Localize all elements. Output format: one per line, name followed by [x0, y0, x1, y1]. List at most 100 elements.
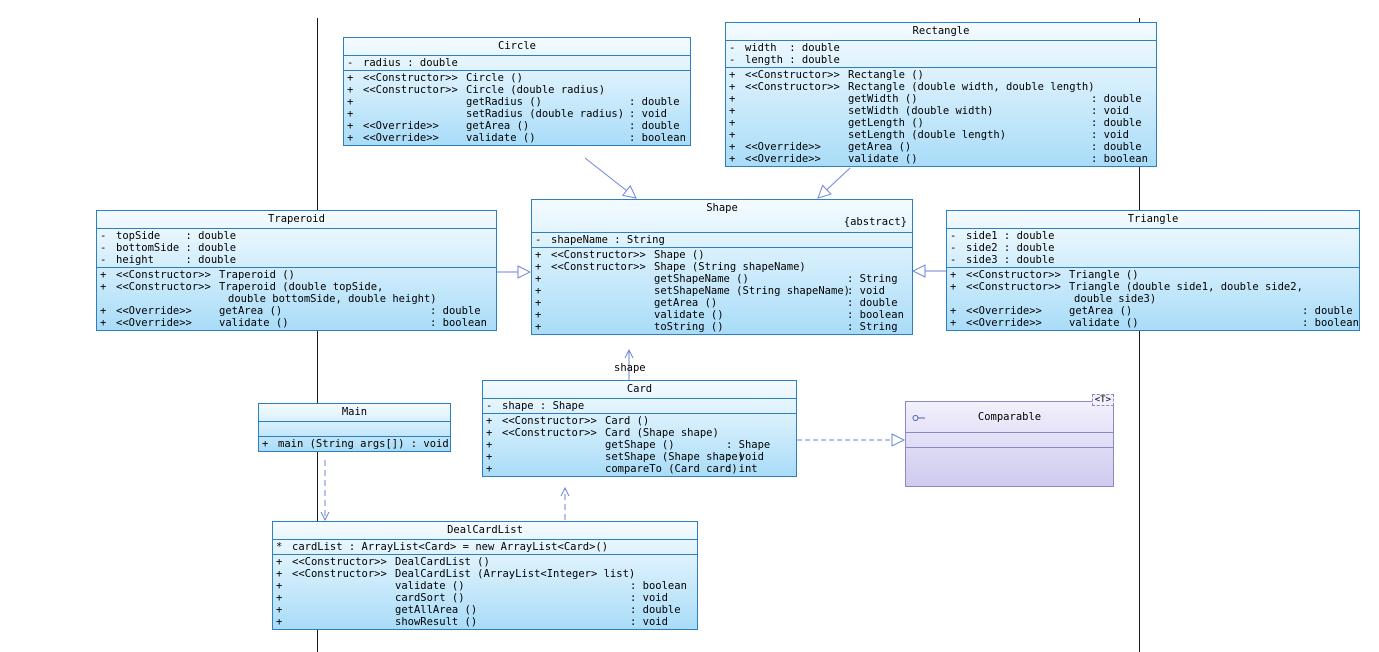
stereotype: <<Override>> — [363, 120, 439, 132]
attributes-section: -side1 : double-side2 : double-side3 : d… — [947, 229, 1359, 268]
visibility-marker: + — [347, 84, 354, 96]
stereotype: <<Constructor>> — [292, 556, 387, 568]
lifeline-right — [1139, 18, 1140, 652]
visibility-marker: + — [729, 69, 736, 81]
return-type: : void — [630, 616, 668, 628]
visibility-marker: + — [729, 129, 736, 141]
operation-row: + <<Constructor>> Circle (double radius) — [347, 84, 690, 96]
type-parameter: <T> — [1091, 394, 1114, 406]
operation-signature: validate () — [219, 317, 289, 329]
operation-row: +setRadius (double radius): void — [347, 108, 690, 120]
return-type: : String — [847, 321, 898, 333]
class-traperoid[interactable]: Traperoid -topSide : double-bottomSide :… — [96, 210, 497, 331]
operation-row: +<<Constructor>>Card (Shape shape) — [486, 427, 796, 439]
stereotype: <<Override>> — [966, 305, 1042, 317]
operation-row: double side3) — [950, 293, 1359, 305]
operation-signature: double bottomSide, double height) — [228, 293, 437, 305]
stereotype: <<Override>> — [116, 305, 192, 317]
stereotype: <<Override>> — [363, 132, 439, 144]
visibility-marker: + — [276, 556, 283, 568]
visibility-marker: + — [950, 317, 957, 329]
operation-row: + <<Constructor>> Card () — [486, 415, 796, 427]
visibility-marker: + — [535, 273, 542, 285]
operation-signature: validate () — [395, 580, 465, 592]
visibility-marker: + — [100, 317, 107, 329]
operations-section: +<<Constructor>>Circle ()+<<Constructor>… — [344, 71, 690, 145]
visibility-marker: + — [486, 415, 493, 427]
return-type: : double — [1302, 305, 1353, 317]
operation-signature: main (String args[]) : void — [278, 438, 449, 450]
operation-row: +<<Constructor>>DealCardList (ArrayList<… — [276, 568, 697, 580]
stereotype: <<Constructor>> — [745, 81, 840, 93]
operation-row: +setWidth (double width): void — [729, 105, 1156, 117]
operation-row: +<<Override>>validate (): boolean — [347, 132, 690, 144]
attribute-row: -side1 : double — [950, 230, 1359, 242]
operation-row: +<<Override>>validate (): boolean — [950, 317, 1359, 329]
return-type: : boolean — [1302, 317, 1359, 329]
operation-row: +setLength (double length): void — [729, 129, 1156, 141]
operation-signature: validate () — [848, 153, 918, 165]
operation-row: +cardSort (): void — [276, 592, 697, 604]
attribute-row: *cardList : ArrayList<Card> = new ArrayL… — [276, 541, 697, 553]
class-dealcardlist[interactable]: DealCardList *cardList : ArrayList<Card>… — [272, 521, 698, 630]
visibility-marker: + — [535, 321, 542, 333]
attribute-text: side1 : double — [966, 230, 1055, 242]
visibility-marker: + — [276, 580, 283, 592]
class-card[interactable]: Card -shape : Shape +<<Constructor>>Card… — [482, 380, 797, 477]
operation-row: +getRadius (): double — [347, 96, 690, 108]
visibility-marker: + — [950, 305, 957, 317]
operation-signature: Shape (String shapeName) — [654, 261, 806, 273]
attribute-text: topSide : double — [116, 230, 237, 242]
operation-signature: Circle (double radius) — [466, 84, 606, 96]
operation-row: +<<Override>>validate (): boolean — [100, 317, 496, 329]
attribute-row: -side3 : double — [950, 254, 1359, 266]
return-type: : double — [430, 305, 481, 317]
stereotype: <<Constructor>> — [502, 415, 597, 427]
return-type: : double — [629, 96, 680, 108]
operation-row: +<<Constructor>>Shape () — [535, 249, 912, 261]
stereotype: <<Override>> — [745, 141, 821, 153]
operation-signature: setWidth (double width) — [848, 105, 994, 117]
stereotype: <<Constructor>> — [363, 84, 458, 96]
attributes-section: -radius : double — [344, 56, 690, 71]
attributes-section — [259, 422, 450, 437]
visibility-marker: + — [535, 285, 542, 297]
class-circle[interactable]: Circle -radius : double +<<Constructor>>… — [343, 37, 691, 146]
attribute-row: -length : double — [729, 54, 1156, 66]
visibility-marker: + — [276, 568, 283, 580]
operation-row: +<<Constructor>>Traperoid () — [100, 269, 496, 281]
attribute-row: -topSide : double — [100, 230, 496, 242]
attributes-section: -shape : Shape — [483, 399, 796, 414]
stereotype: <<Constructor>> — [551, 261, 646, 273]
operations-section: +<<Constructor>>Rectangle ()+<<Construct… — [726, 68, 1156, 166]
visibility-marker: + — [276, 604, 283, 616]
operation-signature: getArea () — [219, 305, 283, 317]
attribute-text: shape : Shape — [502, 400, 585, 412]
class-main[interactable]: Main +main (String args[]) : void — [258, 403, 451, 452]
operation-signature: Card () — [605, 415, 650, 427]
operation-row: +<<Override>>validate (): boolean — [729, 153, 1156, 165]
class-triangle[interactable]: Triangle -side1 : double-side2 : double-… — [946, 210, 1360, 331]
operation-row: +<<Override>>getArea (): double — [347, 120, 690, 132]
operation-signature: getShapeName () — [654, 273, 749, 285]
attribute-row: -shapeName : String — [535, 234, 912, 246]
operation-row: +<<Override>>getArea (): double — [100, 305, 496, 317]
visibility-marker: + — [486, 439, 493, 451]
operation-row: +<<Constructor>>Rectangle () — [729, 69, 1156, 81]
operation-signature: toString () — [654, 321, 724, 333]
visibility-marker: + — [100, 281, 107, 293]
visibility-marker: - — [729, 54, 736, 66]
class-shape[interactable]: Shape {abstract} -shapeName : String +<<… — [531, 199, 913, 335]
visibility-marker: + — [535, 249, 542, 261]
operation-signature: DealCardList () — [395, 556, 490, 568]
interface-name-text: Comparable — [977, 411, 1042, 423]
operation-signature: validate () — [466, 132, 536, 144]
attribute-row: -radius : double — [347, 57, 690, 69]
class-name: Traperoid — [97, 211, 496, 229]
return-type: : void — [1091, 129, 1129, 141]
return-type: : boolean — [1091, 153, 1148, 165]
class-rectangle[interactable]: Rectangle -width : double-length : doubl… — [725, 22, 1157, 167]
visibility-marker: + — [486, 427, 493, 439]
interface-lollipop-icon — [912, 415, 925, 421]
interface-comparable[interactable]: <T> Comparable — [905, 394, 1114, 487]
